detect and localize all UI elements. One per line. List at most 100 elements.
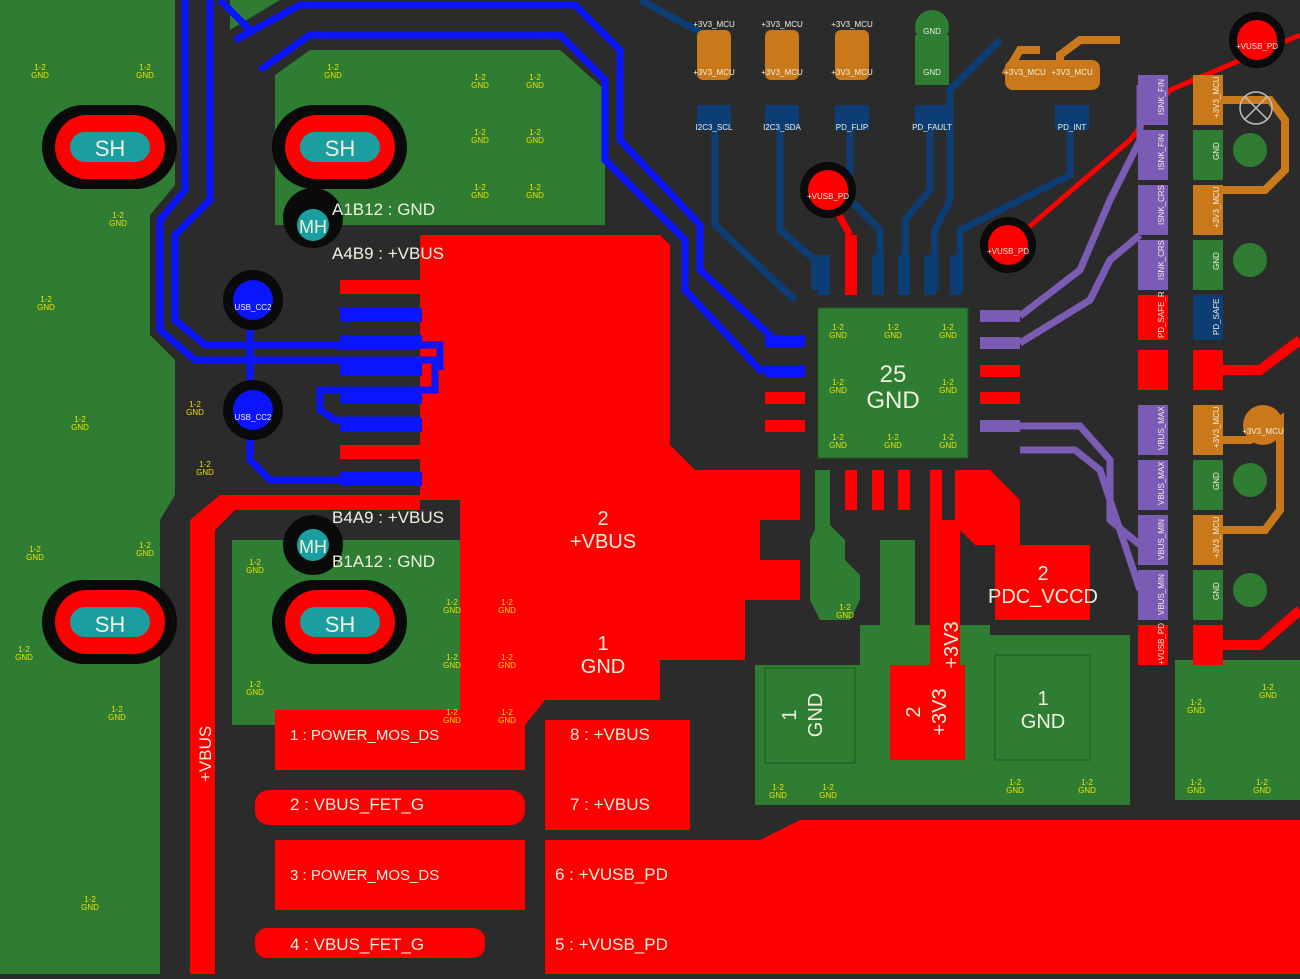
top-label-gnd: GND: [923, 68, 941, 77]
mosfet-pad-2: [255, 790, 525, 825]
mosfet-pin-1: 1 : POWER_MOS_DS: [290, 727, 439, 744]
ic-pad-number: 25: [880, 361, 907, 388]
right-label-vbus-max: VBUS_MAX: [1157, 406, 1166, 450]
via-vusb-label: +VUSB_PD: [1236, 42, 1278, 51]
vbus-pour: [420, 235, 800, 725]
shield-label: SH: [95, 136, 126, 161]
right-gnd-pour: [1175, 660, 1300, 800]
ic-exposed-pad: [817, 307, 969, 459]
top-label-pd-int: PD_INT: [1058, 123, 1087, 132]
via-vusb: [988, 225, 1028, 265]
top-label-gnd: GND: [923, 27, 941, 36]
top-label-mcu: +3V3_MCU: [693, 68, 735, 77]
right-pad-column: [1138, 75, 1300, 665]
shield-label: SH: [95, 612, 126, 637]
shield-label: SH: [325, 136, 356, 161]
right-label-gnd: GND: [1212, 142, 1221, 160]
mosfet-pin-8: 8 : +VBUS: [570, 725, 650, 744]
right-label-mcu: +3V3_MCU: [1212, 76, 1221, 118]
via-cc2-label: USB_CC2: [235, 413, 272, 422]
gnd-cap-num: 1: [1037, 688, 1048, 710]
mosfet-pin-6: 6 : +VUSB_PD: [555, 865, 668, 884]
ic-left-pins: [765, 335, 805, 432]
via-vusb: [1237, 20, 1277, 60]
vbus-pour-num: 2: [597, 508, 608, 530]
right-label-gnd: GND: [1212, 472, 1221, 490]
pin-label-a4b9: A4B9 : +VBUS: [332, 244, 444, 263]
mosfet-pin-3: 3 : POWER_MOS_DS: [290, 867, 439, 884]
gnd-cap-net: GND: [1021, 711, 1065, 733]
ic-right-pins: [980, 310, 1020, 432]
right-label-gnd: GND: [1212, 252, 1221, 270]
top-label-mcu: +3V3_MCU: [761, 68, 803, 77]
mosfet-pad-4: [255, 928, 485, 958]
top-label-pd-fault: PD_FAULT: [912, 123, 952, 132]
via-vusb-label: +VUSB_PD: [987, 247, 1029, 256]
v33-cap-num: 2: [903, 706, 925, 717]
left-gnd-pour: [0, 0, 175, 974]
top-label-mcu: +3V3_MCU: [1051, 68, 1093, 77]
right-label-vusb-pd: +VUSB_PD: [1157, 623, 1166, 665]
pdc-vccd-net: PDC_VCCD: [988, 586, 1098, 608]
pin-label-b4a9: B4A9 : +VBUS: [332, 508, 444, 527]
mosfet-pad-3: [275, 840, 525, 910]
ic-bottom-pins: [845, 470, 942, 530]
pin-label-a1b12: A1B12 : GND: [332, 200, 435, 219]
ic-gnd-stub: [810, 470, 860, 620]
mount-hole: [297, 209, 329, 241]
mount-label: MH: [299, 217, 327, 237]
right-label-vbus-min: VBUS_MIN: [1157, 574, 1166, 615]
via-cc2-label: USB_CC2: [235, 303, 272, 312]
top-mcu-pads: [697, 10, 1120, 130]
right-label-isnk-crs: ISNK_CRS: [1157, 185, 1166, 225]
right-label-pd-safe: PD_SAFE: [1212, 299, 1221, 335]
gnd-cap-left-net: GND: [805, 693, 827, 737]
right-label-mcu: +3V3_MCU: [1212, 406, 1221, 448]
v33-trace: [930, 520, 960, 670]
top-label-i2c-scl: I2C3_SCL: [696, 123, 733, 132]
top-label-mcu: +3V3_MCU: [831, 68, 873, 77]
vbus-left-strip: [190, 495, 420, 974]
top-label-i2c-sda: I2C3_SDA: [763, 123, 801, 132]
mosfet-pin-7: 7 : +VBUS: [570, 795, 650, 814]
right-label-isnk-fin: ISNK_FIN: [1157, 134, 1166, 170]
right-label-isnk-fin: ISNK_FIN: [1157, 79, 1166, 115]
v33-cap: [890, 665, 965, 760]
ic-top-pins: [818, 255, 962, 295]
v33-cap-net: +3V3: [929, 688, 951, 735]
gnd-cap-left-num: 1: [779, 709, 801, 720]
gnd-cap-left: [764, 667, 856, 764]
pdc-vccd-pour: [955, 470, 1090, 620]
gnd-cap-right: [994, 654, 1091, 761]
top-label-pd-flip: PD_FLIP: [836, 123, 868, 132]
via-vusb: [808, 170, 848, 210]
